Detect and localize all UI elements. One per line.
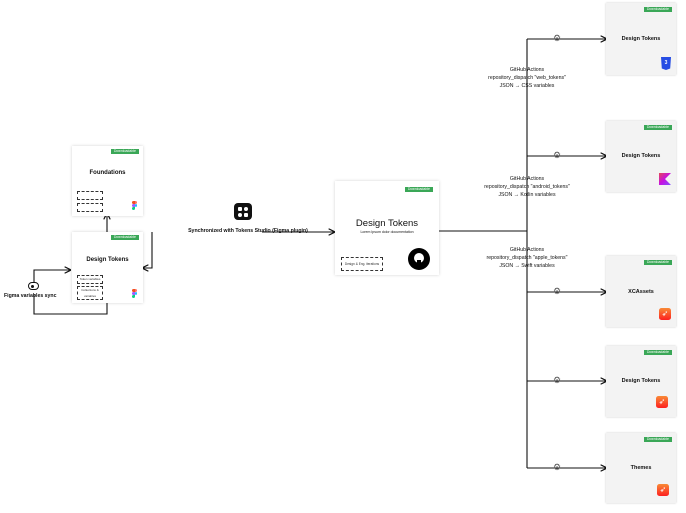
dashed-placeholder — [77, 203, 103, 212]
downloadable-badge: Downloadable — [643, 260, 672, 265]
gear-icon: ⚙ — [553, 462, 562, 472]
card-title: Foundations — [89, 170, 126, 176]
swift-icon: ➶ — [659, 308, 671, 320]
pipeline-output: JSON → Kotlin variables — [498, 192, 556, 198]
figma-sync-label: Figma variables sync — [4, 293, 57, 299]
pipeline-label-apple: GitHub Actions repository_dispatch "appl… — [474, 246, 580, 270]
pipeline-output: JSON → CSS variables — [499, 83, 555, 89]
line-sync-out — [33, 294, 108, 315]
pipeline-dispatch: repository_dispatch "apple_tokens" — [486, 255, 568, 261]
card-title: Design Tokens — [86, 257, 129, 263]
output-card-android[interactable]: Downloadable Design Tokens — [606, 121, 676, 192]
pipeline-output: JSON → Swift variables — [499, 263, 555, 269]
output-title: Themes — [630, 465, 652, 471]
pipeline-title: GitHub Actions — [509, 67, 545, 73]
output-title: XCAssets — [628, 289, 654, 295]
gear-icon: ⚙ — [553, 286, 562, 296]
figma-foundations-card[interactable]: Downloadable Foundations — [72, 146, 143, 216]
arrow-sync-in — [33, 270, 70, 282]
pipeline-title: GitHub Actions — [509, 176, 545, 182]
figma-icon — [132, 201, 137, 210]
gear-icon: ⚙ — [553, 150, 562, 160]
pipeline-label-android: GitHub Actions repository_dispatch "andr… — [474, 175, 580, 199]
output-card-apple-tokens[interactable]: Downloadable Design Tokens ➶ — [606, 346, 676, 417]
dashed-placeholder: Token variables — [77, 275, 103, 284]
repository-subtitle: Lorem Ipsum dolor documentation — [360, 230, 414, 234]
css3-icon: 3 — [661, 57, 671, 70]
arrow-plugin-to-figma — [143, 232, 153, 268]
downloadable-badge: Downloadable — [643, 350, 672, 355]
output-card-web[interactable]: Downloadable Design Tokens 3 — [606, 3, 676, 75]
dashed-placeholder — [77, 191, 103, 200]
pipeline-dispatch: repository_dispatch "web_tokens" — [488, 75, 566, 81]
swift-icon: ➶ — [657, 484, 669, 496]
output-title: Design Tokens — [621, 378, 661, 384]
dashed-placeholder: Design & Eng. iterations — [341, 257, 383, 271]
sync-icon — [28, 282, 39, 290]
output-card-xcassets[interactable]: Downloadable XCAssets ➶ — [606, 256, 676, 327]
pipeline-title: GitHub Actions — [509, 247, 545, 253]
figma-design-tokens-card[interactable]: Downloadable Design Tokens Token variabl… — [72, 232, 143, 303]
pipeline-label-web: GitHub Actions repository_dispatch "web_… — [474, 66, 580, 90]
repository-title: Design Tokens — [355, 218, 419, 229]
downloadable-badge: Downloadable — [643, 125, 672, 130]
pipeline-dispatch: repository_dispatch "android_tokens" — [484, 184, 570, 190]
github-icon — [408, 248, 430, 270]
plugin-sync-label: Synchronized with Tokens Studio (Figma p… — [188, 228, 308, 234]
downloadable-badge: Downloadable — [110, 149, 139, 154]
figma-icon — [132, 289, 137, 298]
swift-icon: ➶ — [656, 396, 668, 408]
repository-card[interactable]: Downloadable Design Tokens Lorem Ipsum d… — [335, 181, 439, 275]
downloadable-badge: Downloadable — [110, 235, 139, 240]
tokens-studio-icon — [234, 203, 252, 220]
downloadable-badge: Downloadable — [404, 187, 433, 192]
downloadable-badge: Downloadable — [643, 7, 672, 12]
downloadable-badge: Downloadable — [643, 437, 672, 442]
output-title: Design Tokens — [621, 153, 661, 159]
kotlin-icon — [659, 173, 671, 185]
gear-icon: ⚙ — [553, 375, 562, 385]
output-title: Design Tokens — [621, 36, 661, 42]
output-card-themes[interactable]: Downloadable Themes ➶ — [606, 433, 676, 503]
dashed-placeholder: Collections & variables — [77, 286, 103, 300]
gear-icon: ⚙ — [553, 33, 562, 43]
